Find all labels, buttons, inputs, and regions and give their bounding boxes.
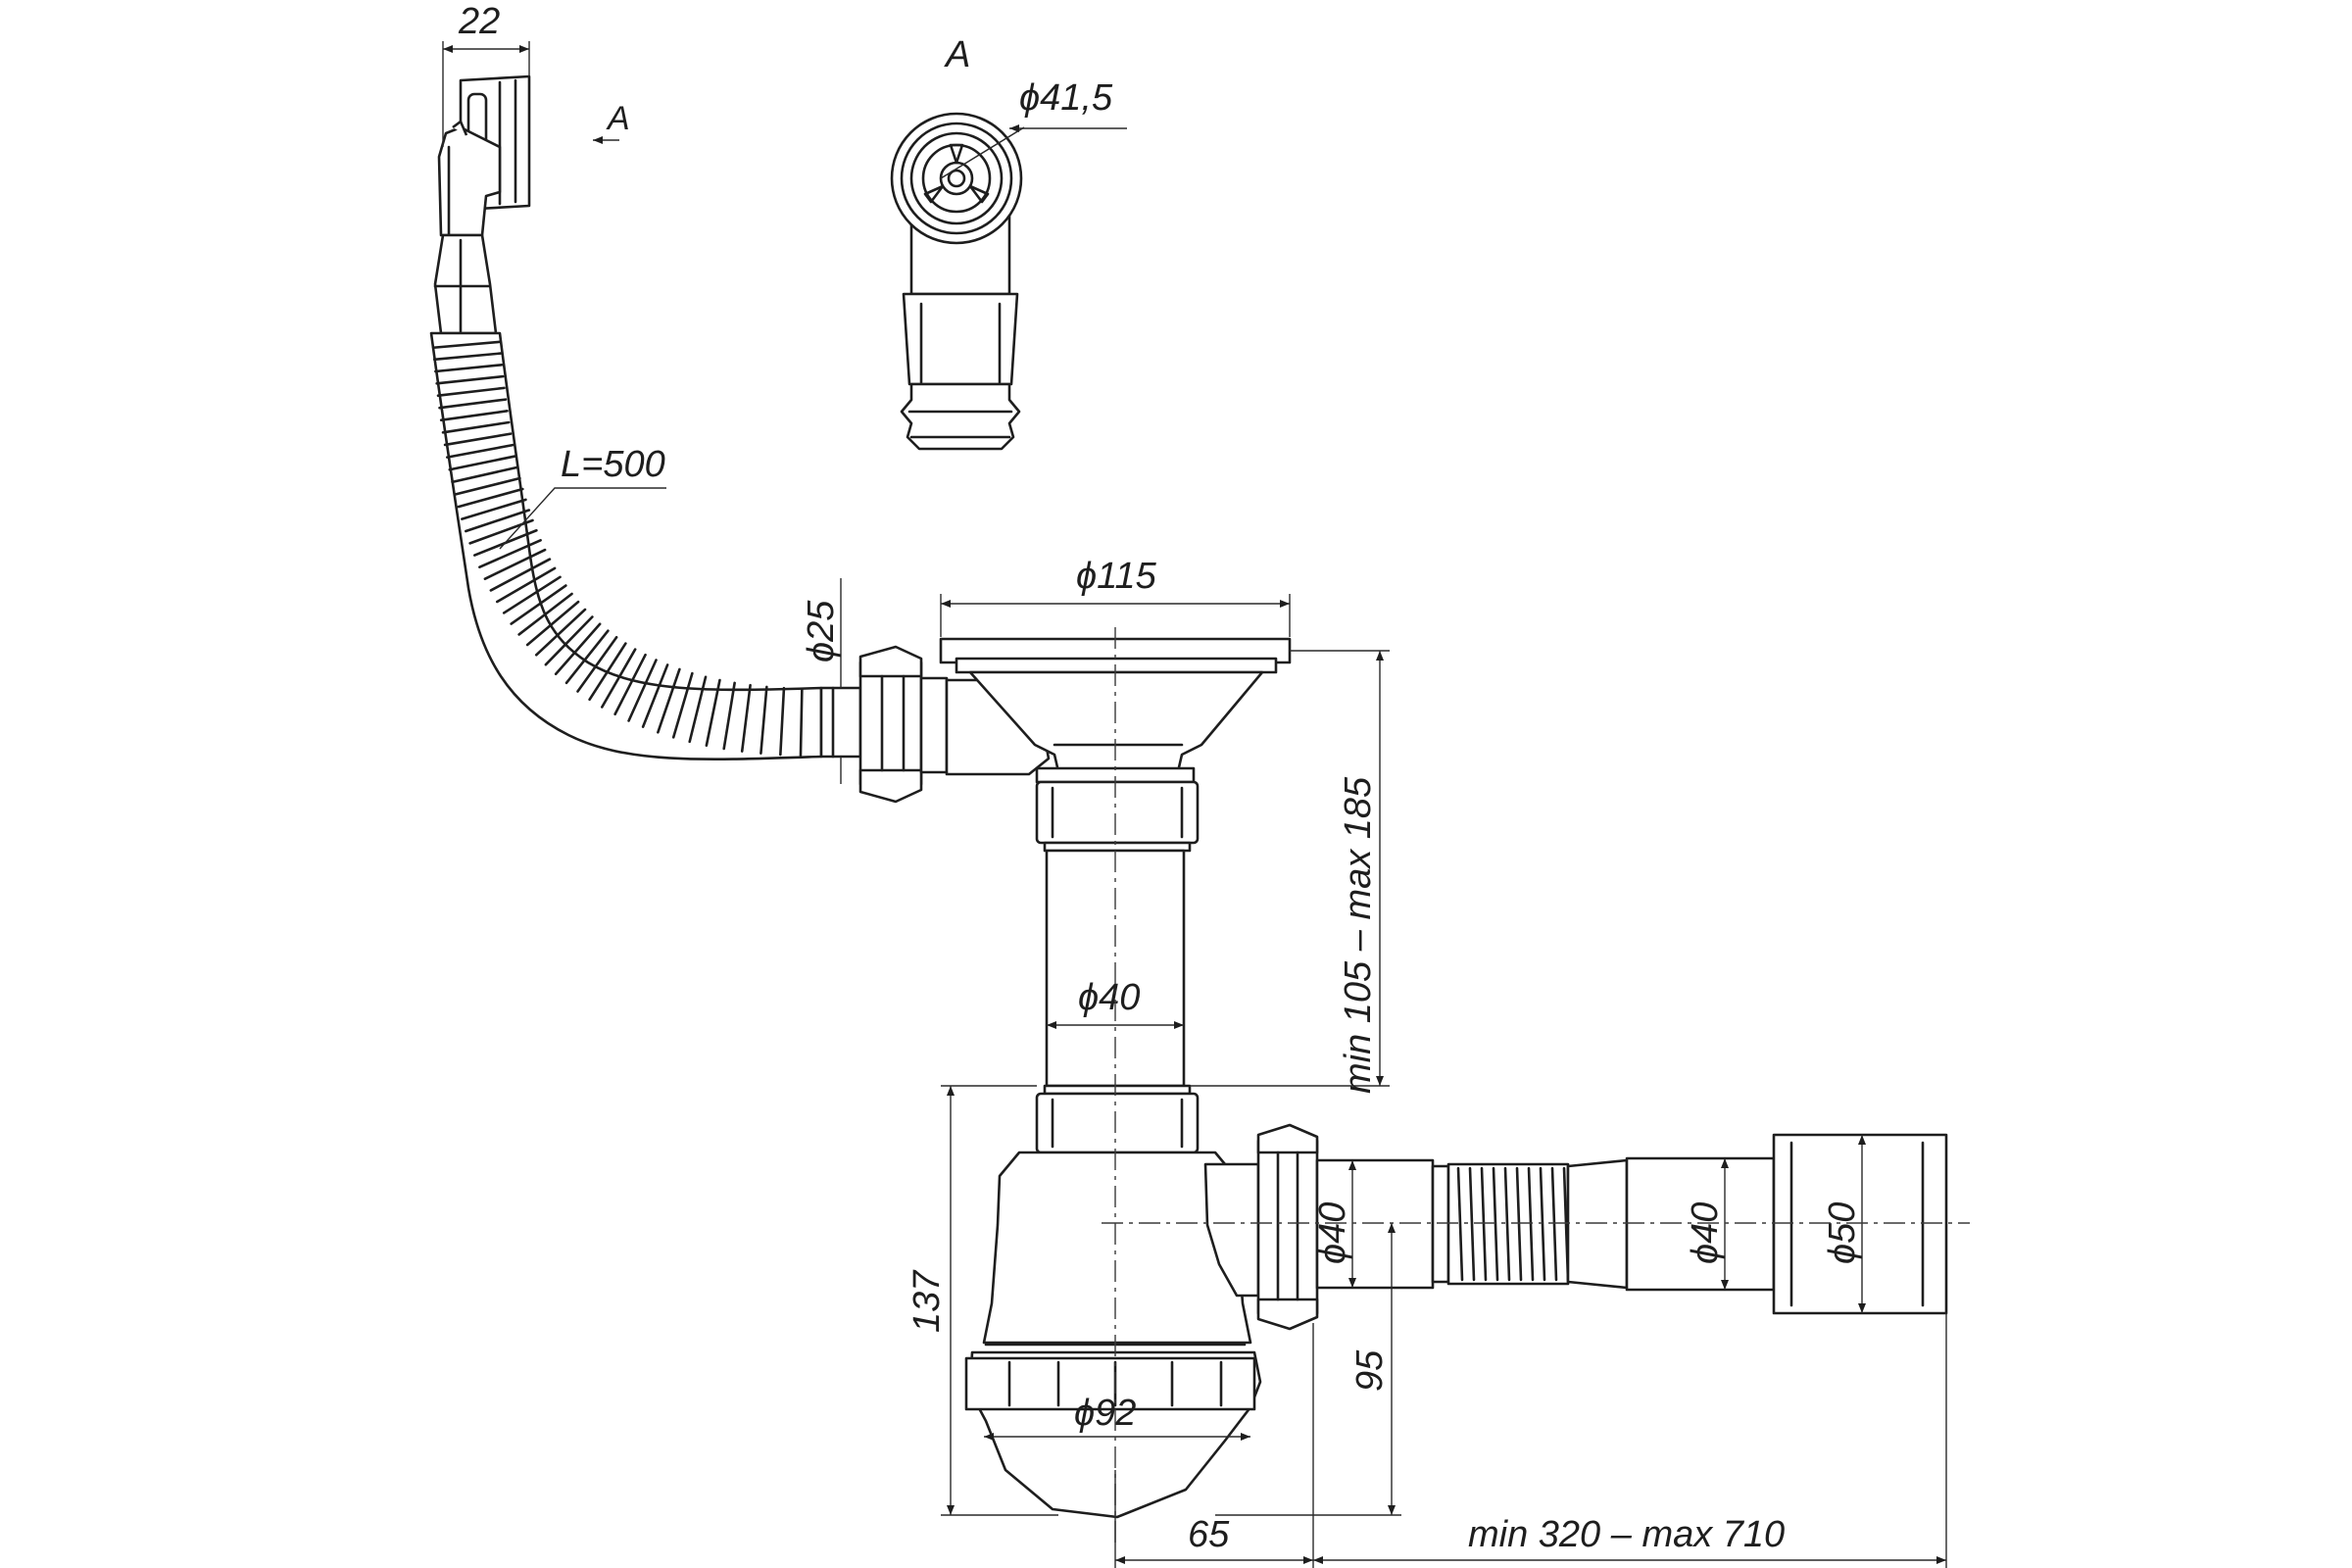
dim-115-label: ϕ115 — [1076, 556, 1157, 597]
dim-outlet-height: 95 — [1215, 1223, 1401, 1516]
lower-nut — [1035, 1084, 1200, 1154]
hose-rib — [495, 566, 557, 604]
dim-overflow-diameter: ϕ41,5 — [1009, 77, 1127, 132]
hose-rib — [799, 687, 804, 758]
dim-outlet-40-label: ϕ40 — [1312, 1202, 1353, 1264]
hose-rib — [705, 678, 721, 747]
dim-25-label: ϕ25 — [801, 600, 842, 662]
overflow-view-a: A — [890, 34, 1025, 451]
section-arrow-a: A — [593, 100, 630, 144]
height-range-label: min 105 – max 185 — [1338, 776, 1379, 1094]
dim-bottom-horizontal: 65 min 320 – max 710 — [1114, 1313, 1947, 1568]
outlet-rib — [1550, 1166, 1558, 1282]
hose-rib — [483, 548, 547, 580]
dim-trap-height: 137 — [906, 1085, 1058, 1516]
hose-rib — [722, 681, 736, 751]
dim-hose-40-label: ϕ40 — [1685, 1202, 1726, 1264]
hose-rib — [443, 432, 513, 447]
hose-rib — [613, 653, 647, 716]
dim-height-range: min 105 – max 185 — [1190, 650, 1390, 1094]
hose-rib — [517, 592, 573, 636]
overflow-hose-corrugated — [429, 331, 823, 761]
hose-rib — [445, 443, 514, 459]
hose-rib — [740, 683, 752, 753]
outlet-rib — [1492, 1166, 1499, 1282]
hose-rib — [436, 386, 506, 397]
dim-hose-40: ϕ40 — [1685, 1158, 1729, 1290]
hose-rib — [510, 584, 567, 625]
hose-rib — [448, 455, 516, 471]
outlet-nut — [1256, 1123, 1319, 1331]
hose-rib — [688, 675, 708, 744]
hose-rib — [441, 420, 511, 434]
dim-pipe-40-label: ϕ40 — [1078, 977, 1140, 1018]
outlet-rib — [1539, 1166, 1546, 1282]
hose-rib — [534, 608, 587, 657]
dim-hose-50: ϕ50 — [1822, 1135, 1866, 1313]
dim-outlet-40: ϕ40 — [1312, 1160, 1356, 1288]
hose-rib — [465, 509, 531, 533]
dim-strainer-diameter: ϕ115 — [940, 556, 1291, 637]
dim-bottle-92-label: ϕ92 — [1074, 1393, 1136, 1434]
outlet-rib — [1456, 1166, 1464, 1282]
hose-rib — [439, 410, 509, 422]
overflow-pipe — [433, 233, 498, 335]
outlet-rib — [1515, 1166, 1523, 1282]
outlet-rib — [1468, 1166, 1476, 1282]
view-a-title: A — [944, 34, 970, 75]
hose-rib — [600, 648, 637, 709]
hose-rib — [760, 685, 768, 755]
hose-rib — [478, 538, 542, 568]
outlet-height-label: 95 — [1349, 1349, 1391, 1392]
hose-rib — [438, 398, 508, 410]
hose-rib — [525, 600, 580, 647]
sink-strainer — [939, 637, 1292, 784]
outlet-rib — [1480, 1166, 1488, 1282]
hose-rib — [432, 352, 503, 362]
hose-length-label: L=500 — [561, 444, 665, 485]
section-mark-label: A — [606, 100, 630, 137]
dim-hose-50-label: ϕ50 — [1822, 1202, 1863, 1264]
hose-rib — [657, 667, 681, 734]
outlet-rib — [1527, 1166, 1535, 1282]
dim-overflow-face-width: 22 — [442, 1, 530, 147]
hose-rib — [435, 374, 505, 385]
hose-rib — [641, 663, 669, 728]
hose-rib — [434, 364, 504, 373]
upper-nut — [1035, 780, 1200, 853]
hose-rib — [457, 487, 524, 509]
leader-hose-length: L=500 — [499, 444, 666, 550]
hose-rib — [627, 659, 658, 722]
hose-rib — [554, 622, 602, 676]
hose-rib — [451, 466, 519, 484]
hose-length-range-label: min 320 – max 710 — [1468, 1514, 1785, 1555]
hose-rib — [544, 615, 594, 666]
hose-rib — [454, 476, 521, 496]
outlet-rib — [1503, 1166, 1511, 1282]
outlet-offset-label: 65 — [1188, 1514, 1230, 1555]
hose-rib — [431, 340, 502, 350]
dim-overflow-hose-diameter: ϕ25 — [801, 578, 842, 784]
center-lines — [1102, 627, 1970, 1548]
hose-rib — [564, 629, 610, 685]
hose-rib — [588, 642, 627, 702]
dim-41-5-label: ϕ41,5 — [1019, 77, 1113, 119]
dim-22-label: 22 — [458, 1, 500, 42]
bottle-trap: ϕ92 — [964, 1151, 1262, 1519]
trap-height-label: 137 — [906, 1269, 948, 1333]
hose-rib — [489, 558, 552, 592]
overflow-head-side — [437, 74, 531, 237]
hose-rib — [502, 575, 562, 614]
hose-rib — [671, 671, 694, 739]
hose-rib — [779, 686, 786, 757]
hose-rib — [461, 498, 527, 520]
hose-rib — [576, 635, 618, 693]
